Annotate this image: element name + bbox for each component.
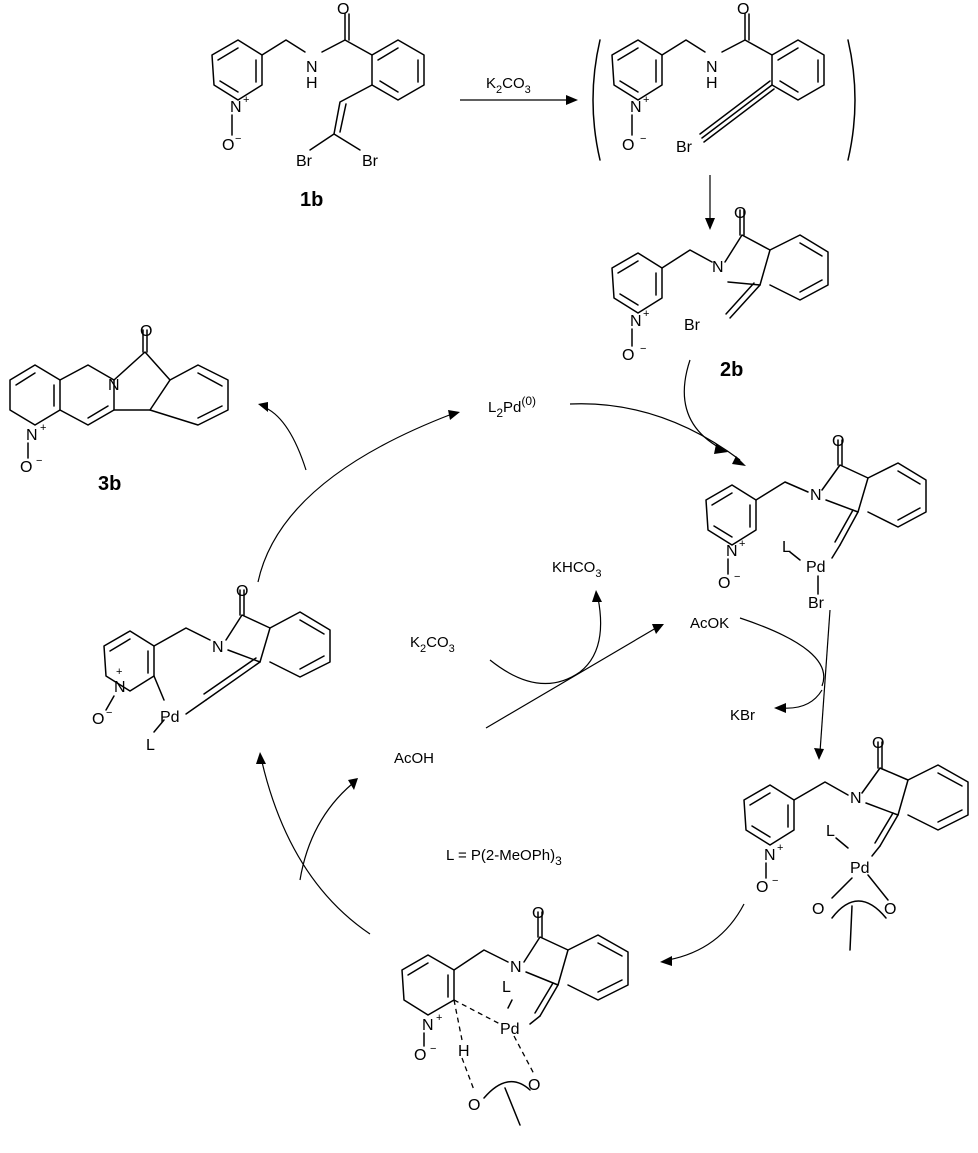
- charge-plus-3b: +: [40, 422, 46, 434]
- atom-o-pdoac: O: [872, 735, 884, 752]
- atom-pd-pdoac: Pd: [850, 860, 870, 877]
- ligand-definition: L = P(2-MeOPh)3: [446, 847, 562, 868]
- charge-plus-1b: +: [243, 94, 249, 106]
- charge-plus-pdoac: +: [777, 842, 783, 854]
- atom-l-pdbr: L: [782, 539, 791, 556]
- reagent-khco3: KHCO3: [552, 559, 601, 580]
- atom-pd-pdcycle: Pd: [160, 709, 180, 726]
- charge-minus-pdcycle: −: [106, 707, 112, 719]
- atom-o2-ts: O: [528, 1077, 540, 1094]
- atom-o-int: O: [737, 1, 749, 18]
- atom-o-ts: O: [532, 905, 544, 922]
- label-1b: 1b: [300, 189, 323, 211]
- reagent-acok: AcOK: [690, 615, 729, 632]
- atom-o-3b-oxide: O: [20, 459, 32, 476]
- charge-minus-pdbr: −: [734, 571, 740, 583]
- charge-minus-2b: −: [640, 343, 646, 355]
- reagent-k2co3-top: K2CO3: [486, 75, 531, 96]
- charge-plus-2b: +: [643, 308, 649, 320]
- atom-n-pdcycle-pyridine: N: [114, 679, 126, 696]
- atom-n-ts-lactam: N: [510, 959, 522, 976]
- atom-o1-pdoac: O: [812, 901, 824, 918]
- pd-bromide-complex: [705, 439, 927, 595]
- charge-plus-ts: +: [436, 1012, 442, 1024]
- reagent-k2co3-cycle: K2CO3: [410, 634, 455, 655]
- atom-br-2b: Br: [684, 317, 701, 334]
- atom-o1-ts: O: [468, 1097, 480, 1114]
- atom-h-int-amide: H: [706, 75, 718, 92]
- atom-o-pdbr-oxide: O: [718, 575, 730, 592]
- atom-o-pdcycle: O: [236, 583, 248, 600]
- atom-n-pdoac-lactam: N: [850, 790, 862, 807]
- charge-minus-ts: −: [430, 1043, 436, 1055]
- atom-n-ts-pyridine: N: [422, 1017, 434, 1034]
- svg-text:K2CO3: K2CO3: [486, 75, 531, 96]
- atom-br-int: Br: [676, 139, 693, 156]
- charge-minus-int: −: [640, 133, 646, 145]
- reagent-kbr: KBr: [730, 707, 755, 724]
- reagent-acoh: AcOH: [394, 750, 434, 767]
- atom-br2-1b: Br: [362, 153, 379, 170]
- atom-o-pdbr: O: [832, 433, 844, 450]
- compound-2b-structure: [611, 209, 829, 319]
- atom-h-1b-amide: H: [306, 75, 318, 92]
- label-3b: 3b: [98, 473, 121, 495]
- atom-o2-pdoac: O: [884, 901, 896, 918]
- palladacycle-complex: [103, 589, 331, 733]
- atom-n-3b-lactam: N: [108, 377, 120, 394]
- svg-text:L2Pd(0): L2Pd(0): [488, 394, 536, 420]
- atom-l-pdoac: L: [826, 823, 835, 840]
- charge-minus-1b: −: [235, 133, 241, 145]
- cmd-transition-state: [401, 911, 629, 1025]
- atom-br1-1b: Br: [296, 153, 313, 170]
- atom-n-1b-amide: N: [306, 59, 318, 76]
- atom-n-2b-pyridine: N: [630, 313, 642, 330]
- atom-n-3b-pyridine: N: [26, 427, 38, 444]
- charge-plus-pdbr: +: [739, 538, 745, 550]
- atom-l-pdcycle: L: [146, 737, 155, 754]
- pd-acetate-complex: [743, 741, 969, 951]
- atom-o-ts-oxide: O: [414, 1047, 426, 1064]
- atom-l-ts: L: [502, 979, 511, 996]
- charge-plus-pdcycle: +: [116, 666, 122, 678]
- charge-plus-int: +: [643, 94, 649, 106]
- atom-o-1b: O: [337, 1, 349, 18]
- catalyst-l2pd0: L2Pd(0): [488, 394, 536, 420]
- atom-n-1b-pyridine: N: [230, 99, 242, 116]
- atom-pd-pdbr: Pd: [806, 559, 826, 576]
- charge-minus-3b: −: [36, 455, 42, 467]
- atom-h-ts: H: [458, 1043, 470, 1060]
- atom-n-int-amide: N: [706, 59, 718, 76]
- atom-n-int-pyridine: N: [630, 99, 642, 116]
- atom-o-pdcycle-oxide: O: [92, 711, 104, 728]
- atom-n-2b-lactam: N: [712, 259, 724, 276]
- label-2b: 2b: [720, 359, 743, 381]
- atom-n-pdbr-pyridine: N: [726, 543, 738, 560]
- atom-pd-ts: Pd: [500, 1021, 520, 1038]
- atom-o-pdoac-oxide: O: [756, 879, 768, 896]
- atom-n-pdcycle-lactam: N: [212, 639, 224, 656]
- atom-br-pdbr: Br: [808, 595, 825, 612]
- atom-o-2b-oxide: O: [622, 347, 634, 364]
- atom-o-1b-oxide: O: [222, 137, 234, 154]
- atom-o-2b: O: [734, 205, 746, 222]
- atom-o-int-oxide: O: [622, 137, 634, 154]
- charge-minus-pdoac: −: [772, 875, 778, 887]
- alkynyl-bromide-intermediate: [592, 13, 856, 161]
- compound-3b-structure: [9, 329, 229, 426]
- atom-o-3b: O: [140, 323, 152, 340]
- atom-n-pdoac-pyridine: N: [764, 847, 776, 864]
- compound-1b-structure: [211, 13, 425, 151]
- atom-n-pdbr-lactam: N: [810, 487, 822, 504]
